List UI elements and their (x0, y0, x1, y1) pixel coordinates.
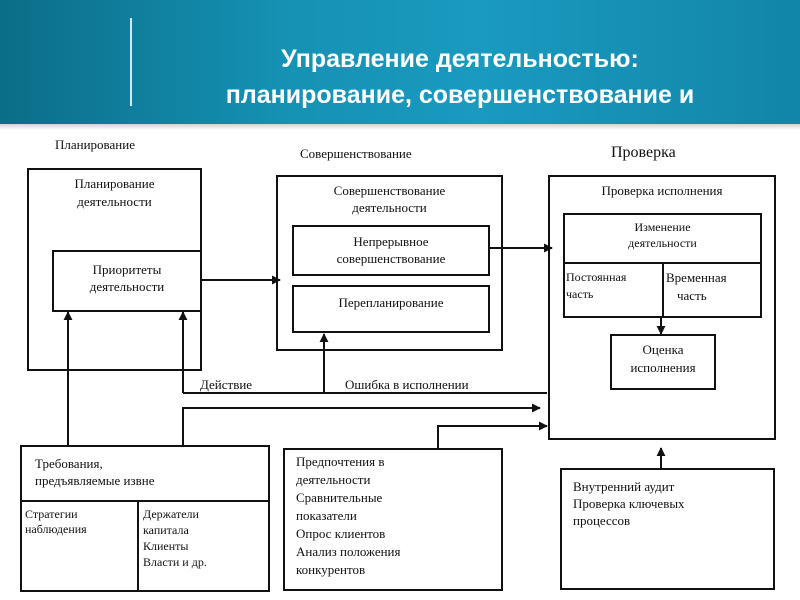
priorities-line-2: деятельности (89, 279, 165, 294)
requirements-column-divider (137, 500, 139, 592)
arrow-preferences-to-check (437, 421, 548, 448)
temporary-part-line-2: часть (677, 288, 707, 303)
preferences-box (283, 448, 503, 591)
planning-box-title-line-2: деятельности (77, 194, 152, 209)
requirements-right-line-1: Держатели (143, 507, 199, 521)
requirements-left-line-1: Стратегии (25, 507, 78, 521)
requirements-lower-section (20, 500, 270, 592)
replanning-box (292, 285, 490, 333)
improvement-box-title-line-2: деятельности (352, 200, 427, 215)
replanning-label: Перепланирование (338, 295, 444, 310)
check-box (548, 175, 776, 440)
permanent-part-line-2: часть (566, 287, 594, 301)
preferences-line-1: Предпочтения в (296, 454, 385, 469)
improvement-box (276, 175, 503, 351)
preferences-line-3: Сравнительные (296, 490, 383, 505)
requirements-title-line-1: Требования, (35, 456, 103, 471)
arrow-requirements-to-check (182, 403, 541, 445)
change-activity-line-1: Изменение (634, 220, 691, 234)
audit-box (560, 468, 775, 590)
section-label-check: Проверка (611, 144, 676, 161)
header-banner: Управление деятельностью: планирование, … (0, 0, 800, 124)
permanent-part-line-1: Постоянная (566, 270, 627, 284)
audit-line-2: Проверка ключевых (573, 496, 685, 511)
preferences-line-6: Анализ положения (296, 544, 401, 559)
planning-box-title-line-1: Планирование (74, 176, 155, 191)
temporary-part-line-1: Временная (666, 270, 727, 285)
priorities-box (52, 250, 202, 312)
requirements-right-line-2: капитала (143, 523, 189, 537)
section-label-planning: Планирование (55, 137, 135, 152)
evaluation-box (610, 334, 716, 390)
evaluation-line-1: Оценка (642, 342, 684, 357)
requirements-title-line-2: предъявляемые извне (35, 473, 155, 488)
section-label-improvement: Совершенствование (300, 146, 412, 161)
priorities-line-1: Приоритеты (92, 262, 162, 277)
continuous-improvement-box (292, 225, 490, 276)
continuous-improvement-line-2: совершенствование (336, 251, 446, 266)
header-shadow (0, 124, 800, 130)
title-line-1: Управление деятельностью: (281, 45, 639, 73)
preferences-line-7: конкурентов (296, 562, 366, 577)
header-divider (130, 18, 132, 106)
error-label: Ошибка в исполнении (345, 377, 469, 392)
action-label: Действие (200, 377, 253, 392)
requirements-right-line-3: Клиенты (143, 539, 189, 553)
title-line-2: планирование, совершенствование и (225, 81, 695, 109)
requirements-right-line-4: Власти и др. (143, 555, 207, 569)
preferences-line-5: Опрос клиентов (296, 526, 386, 541)
improvement-box-title-line-1: Совершенствование (333, 183, 446, 198)
evaluation-line-2: исполнения (630, 360, 696, 375)
change-activity-line-2: деятельности (628, 236, 697, 250)
audit-line-3: процессов (573, 513, 631, 528)
continuous-improvement-line-1: Непрерывное (353, 234, 429, 249)
audit-line-1: Внутренний аудит (573, 479, 675, 494)
preferences-line-2: деятельности (296, 472, 371, 487)
change-activity-parts-divider (662, 262, 664, 318)
preferences-line-4: показатели (296, 508, 357, 523)
check-box-title: Проверка исполнения (601, 183, 723, 198)
requirements-left-line-2: наблюдения (25, 522, 87, 536)
